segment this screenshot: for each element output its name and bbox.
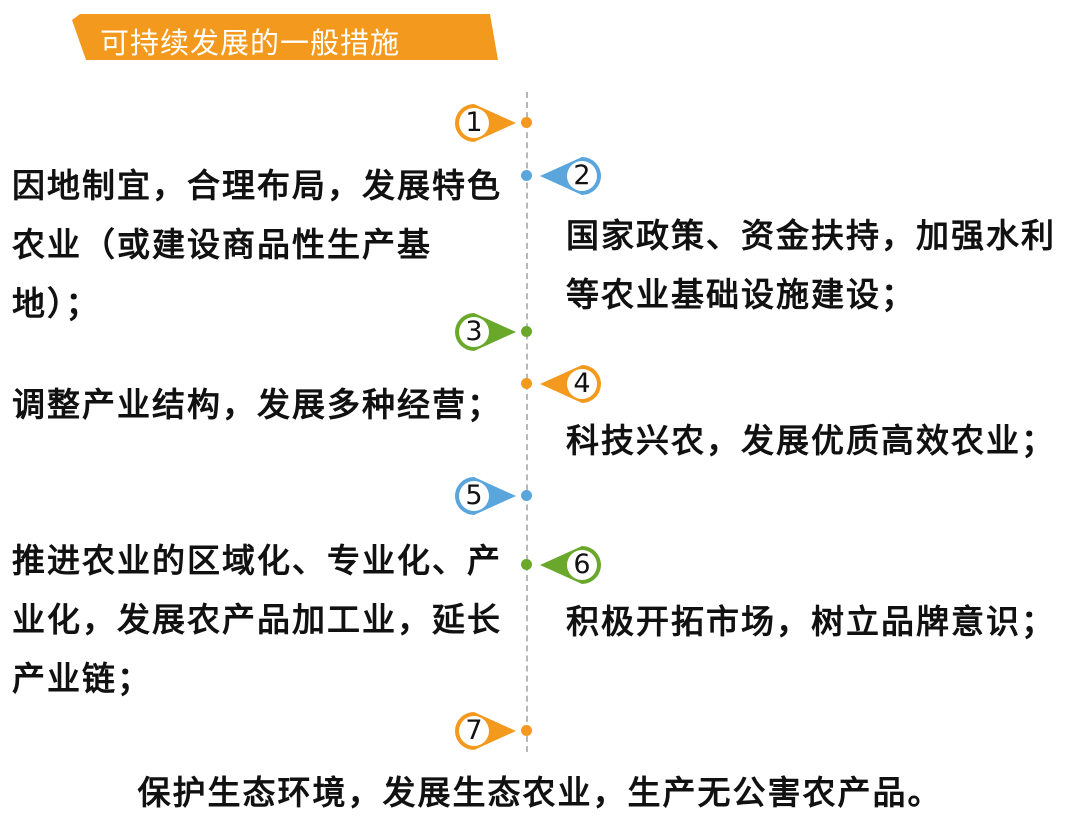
step-marker-4: 4: [540, 362, 620, 406]
timeline-dot-7: [521, 725, 532, 736]
measure-7-text: 保护生态环境，发展生态农业，生产无公害农产品。: [137, 773, 943, 812]
timeline-dot-6: [521, 559, 532, 570]
timeline-dot-5: [521, 490, 532, 501]
timeline-dot-1: [521, 117, 532, 128]
step-marker-2: 2: [540, 154, 620, 198]
timeline-line: [526, 92, 528, 752]
timeline-dot-4: [521, 378, 532, 389]
measure-4-text: 科技兴农，发展优质高效农业；: [566, 421, 1056, 460]
step-marker-1: 1: [452, 101, 532, 145]
step-marker-3: 3: [452, 310, 532, 354]
timeline-dot-3: [521, 326, 532, 337]
step-marker-5: 5: [452, 474, 532, 518]
step-number-6: 6: [573, 549, 591, 580]
step-number-7: 7: [465, 715, 483, 746]
step-number-3: 3: [465, 316, 483, 347]
step-number-1: 1: [465, 107, 483, 138]
timeline-dot-2: [521, 170, 532, 181]
measure-6-text: 积极开拓市场，树立品牌意识；: [566, 602, 1056, 641]
measure-1-text: 因地制宜，合理布局，发展特色农业（或建设商品性生产基地）；: [12, 166, 502, 323]
step-marker-6: 6: [540, 543, 620, 587]
step-number-2: 2: [573, 160, 591, 191]
measure-2-text: 国家政策、资金扶持，加强水利等农业基础设施建设；: [566, 216, 1056, 314]
step-marker-7: 7: [452, 709, 532, 753]
measure-5-text: 推进农业的区域化、专业化、产业化，发展农产品加工业，延长产业链；: [12, 541, 502, 698]
title-banner: 可持续发展的一般措施: [72, 14, 498, 60]
step-number-5: 5: [465, 480, 483, 511]
title: 可持续发展的一般措施: [100, 26, 401, 60]
measure-3-text: 调整产业结构，发展多种经营；: [12, 385, 502, 424]
step-number-4: 4: [573, 368, 591, 399]
